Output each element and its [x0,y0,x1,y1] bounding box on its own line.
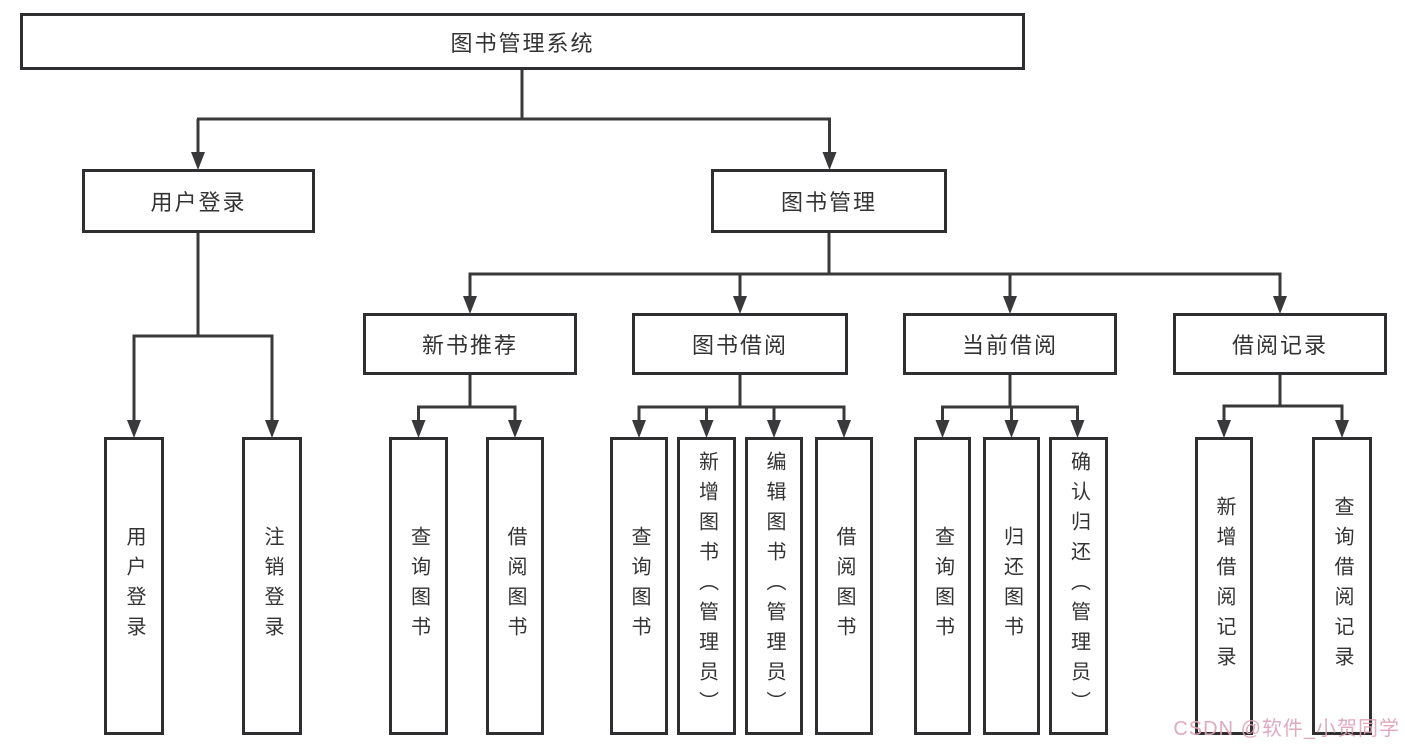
node-new-book-recommend-label: 新书推荐 [421,333,518,358]
leaf-query-books-borrow: 查询图书 [610,437,668,735]
arrowhead-icon [265,420,279,438]
node-current-borrow: 当前借阅 [903,313,1117,375]
leaf-add-borrow-record: 新增借阅记录 [1195,437,1253,735]
arrowhead-icon [767,420,781,438]
arrowhead-icon [1070,420,1085,438]
arrowhead-icon [837,420,851,438]
node-root-label: 图书管理系统 [450,30,595,56]
leaf-add-book-admin-label: 新增图书（管理员） [695,451,718,721]
leaf-confirm-return-admin-label: 确认归还（管理员） [1067,451,1090,721]
leaf-borrow-books-recommend-label: 借阅图书 [504,526,526,646]
leaf-return-books: 归还图书 [983,437,1040,735]
arrowhead-icon [935,420,950,438]
arrowhead-icon [463,296,477,314]
leaf-add-book-admin: 新增图书（管理员） [677,437,736,735]
leaf-query-books-recommend-label: 查询图书 [407,526,430,646]
connector-new-book-recommend-children [411,375,522,438]
connector-current-borrow-children [935,375,1085,438]
leaf-logout-label: 注销登录 [261,526,283,646]
leaf-query-borrow-record: 查询借阅记录 [1312,437,1372,735]
node-borrow-records-label: 借阅记录 [1231,333,1328,358]
arrowhead-icon [1273,296,1287,314]
node-new-book-recommend: 新书推荐 [363,313,577,375]
node-current-borrow-label: 当前借阅 [961,333,1058,358]
node-book-borrow-label: 图书借阅 [691,333,788,358]
leaf-edit-book-admin: 编辑图书（管理员） [745,437,803,735]
leaf-borrow-books-2-label: 借阅图书 [833,526,855,646]
connector-root-to-level2 [191,70,837,170]
arrowhead-icon [699,420,714,438]
watermark: CSDN @软件_小贺同学 [1173,718,1400,740]
arrowhead-icon [1003,296,1017,314]
leaf-borrow-books-recommend: 借阅图书 [486,437,544,735]
arrowhead-icon [127,420,141,438]
node-root: 图书管理系统 [20,13,1025,70]
leaf-query-borrow-record-label: 查询借阅记录 [1331,496,1353,676]
arrowhead-icon [1335,420,1349,438]
arrowhead-icon [1217,420,1231,438]
node-book-management: 图书管理 [711,169,947,233]
leaf-user-login-label: 用户登录 [123,526,145,646]
arrowhead-icon [1004,420,1019,438]
leaf-add-borrow-record-label: 新增借阅记录 [1213,496,1235,676]
arrowhead-icon [733,296,747,314]
connector-book-borrow-children [632,375,851,438]
leaf-query-books-recommend: 查询图书 [389,437,448,735]
leaf-logout: 注销登录 [242,437,302,735]
node-user-login-label: 用户登录 [150,190,247,215]
leaf-return-books-label: 归还图书 [1000,526,1023,646]
arrowhead-icon [508,420,522,438]
arrowhead-icon [822,152,837,170]
leaf-query-books-borrow-label: 查询图书 [628,526,650,646]
connector-borrow-records-children [1217,375,1349,438]
arrowhead-icon [632,420,646,438]
leaf-query-books-current: 查询图书 [914,437,971,735]
leaf-borrow-books-2: 借阅图书 [815,437,873,735]
node-book-management-label: 图书管理 [780,190,877,215]
leaf-user-login: 用户登录 [104,437,164,735]
connector-user-login-children [127,233,279,438]
arrowhead-icon [191,152,205,170]
arrowhead-icon [411,420,426,438]
connector-book-management-children [463,233,1287,314]
leaf-query-books-current-label: 查询图书 [931,526,954,646]
leaf-confirm-return-admin: 确认归还（管理员） [1049,437,1108,735]
leaf-edit-book-admin-label: 编辑图书（管理员） [763,451,785,721]
node-user-login: 用户登录 [82,169,315,233]
node-borrow-records: 借阅记录 [1173,313,1387,375]
node-book-borrow: 图书借阅 [632,313,848,375]
